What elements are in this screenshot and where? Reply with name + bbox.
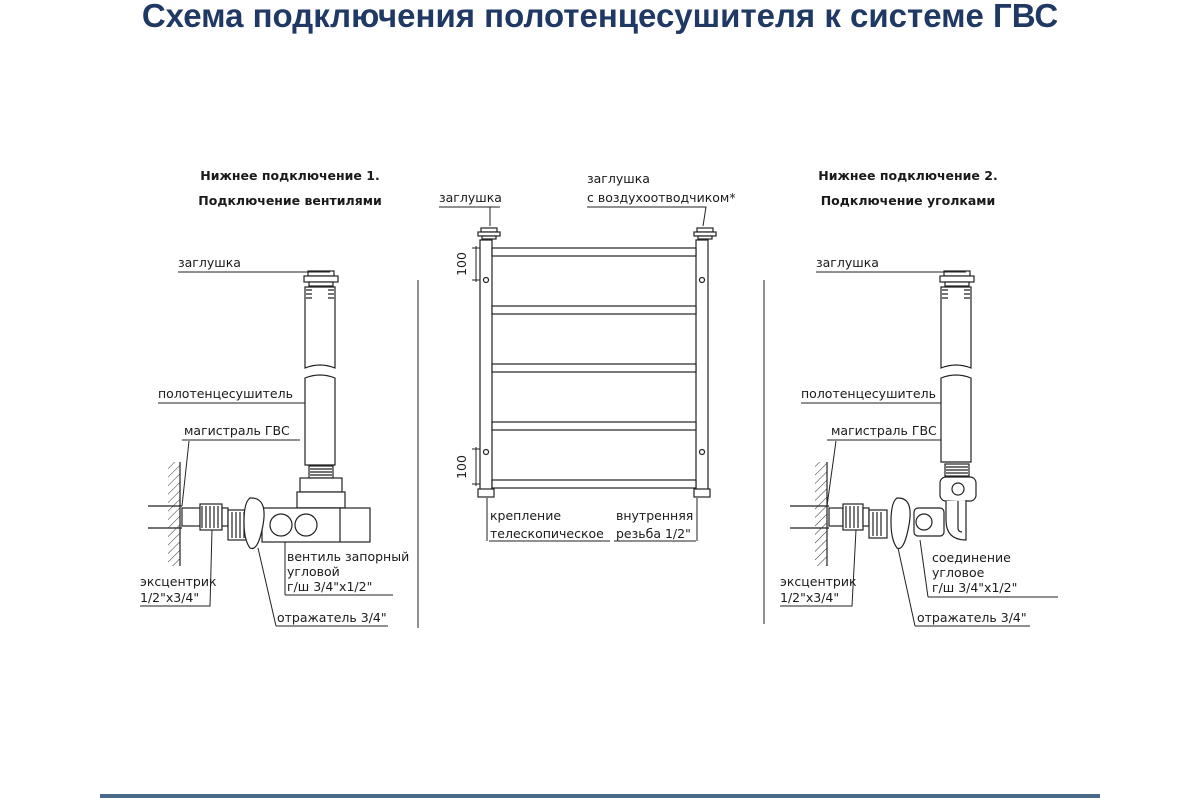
right-plug-icon [939,270,975,287]
left-reflector-icon [243,497,265,550]
right-towel-dryer-label: полотенцесушитель [801,386,936,401]
right-heading-1: Нижнее подключение 2. [818,168,997,183]
left-valve-label-1: вентиль запорный [287,549,409,564]
dimension-bottom: 100 [454,455,469,479]
left-valve-icon [261,477,371,543]
center-plug-air-label-2: с воздухоотводчиком* [587,190,736,205]
left-leaders [140,271,419,628]
mount-label-2: телескопическое [490,526,604,541]
right-reflector-icon [890,497,911,550]
thread-label-1: внутренняя [616,508,693,523]
right-elbow-icon [913,476,977,541]
left-reflector-label: отражатель 3/4" [277,610,387,625]
bottom-divider [100,794,1100,798]
right-eccentric-label-1: эксцентрик [780,574,857,589]
left-eccentric-icon [148,503,249,541]
left-plug-label: заглушка [178,255,241,270]
left-plug-icon [303,270,339,287]
left-main-label: магистраль ГВС [184,423,290,438]
right-heading-2: Подключение уголками [821,193,996,208]
left-heading-1: Нижнее подключение 1. [200,168,379,183]
thread-label-2: резьба 1/2" [616,526,691,541]
right-reflector-label: отражатель 3/4" [917,610,1027,625]
left-eccentric-label-1: эксцентрик [140,574,217,589]
dimension-top: 100 [454,252,469,276]
right-wall [815,462,828,566]
right-eccentric-icon [790,503,888,539]
right-pipe-lower [940,374,972,477]
left-section: Нижнее подключение 1. Подключение вентил… [140,168,419,628]
left-wall [168,462,181,566]
towel-dryer-frame [477,239,711,498]
center-plug-air-label-1: заглушка [587,171,650,186]
right-plug-label: заглушка [816,255,879,270]
page-title: Схема подключения полотенцесушителя к си… [141,0,1059,34]
left-towel-dryer-label: полотенцесушитель [158,386,293,401]
right-section: Нижнее подключение 2. Подключение уголка… [763,168,1058,627]
left-eccentric-label-2: 1/2"х3/4" [140,590,199,605]
right-pipe-upper [940,286,972,369]
left-heading-2: Подключение вентилями [198,193,381,208]
left-valve-label-2: угловой [287,564,340,579]
left-pipe-lower [304,374,336,479]
right-main-label: магистраль ГВС [831,423,937,438]
right-elbow-label-3: г/ш 3/4"х1/2" [932,580,1017,595]
right-elbow-label-2: угловое [932,565,985,580]
center-plug-icon [477,227,717,240]
left-pipe-upper [304,286,336,369]
mount-label-1: крепление [490,508,561,523]
center-section: заглушка заглушка с воздухоотводчиком* [439,171,736,542]
right-eccentric-label-2: 1/2"х3/4" [780,590,839,605]
left-valve-label-3: г/ш 3/4"х1/2" [287,579,372,594]
center-plug-label: заглушка [439,190,502,205]
right-leaders [763,271,1058,627]
right-elbow-label-1: соединение [932,550,1011,565]
